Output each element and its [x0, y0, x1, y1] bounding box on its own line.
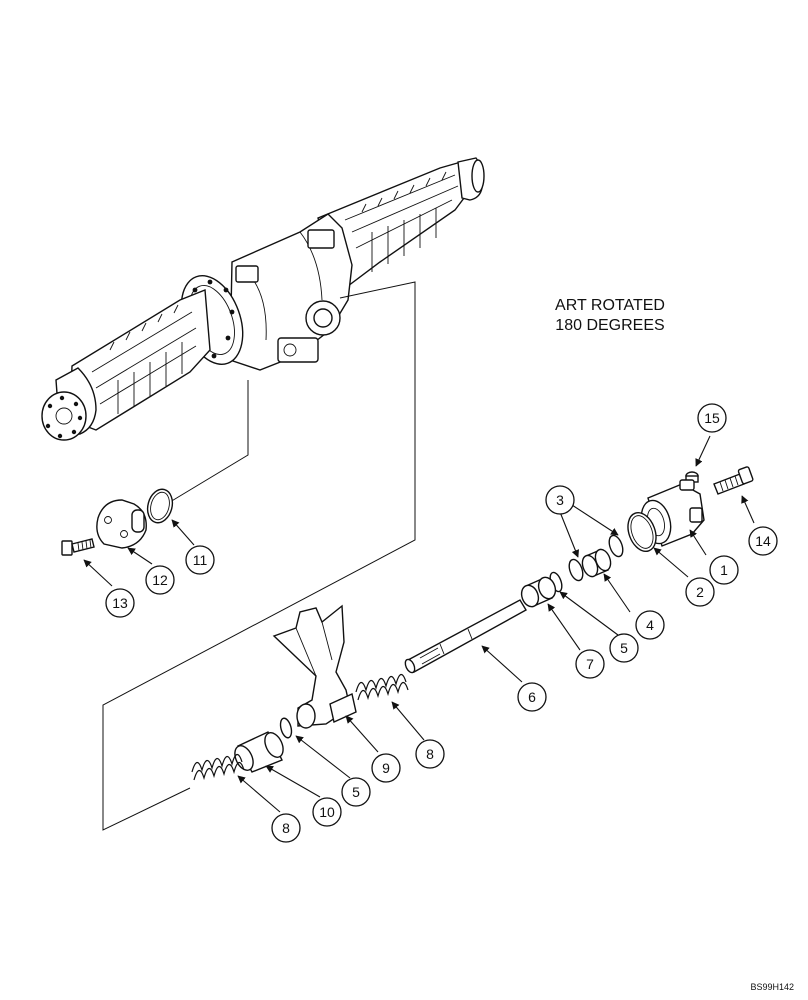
- callout-8-upper: 8: [415, 739, 445, 769]
- svg-text:9: 9: [382, 760, 390, 776]
- svg-text:8: 8: [282, 820, 290, 836]
- rotation-note-line-1: ART ROTATED: [555, 297, 665, 314]
- svg-text:7: 7: [586, 656, 594, 672]
- o-ring-2: [627, 511, 657, 553]
- bolt-13: [61, 538, 95, 556]
- cover-reference-line: [164, 380, 249, 506]
- svg-text:5: 5: [620, 640, 628, 656]
- callout-5-upper: 5: [609, 633, 639, 663]
- callout-11: 11: [185, 545, 215, 575]
- svg-text:4: 4: [646, 617, 654, 633]
- bolt-14: [713, 466, 754, 495]
- svg-text:12: 12: [152, 572, 168, 588]
- callout-5-lower: 5: [341, 777, 371, 807]
- svg-text:14: 14: [755, 533, 771, 549]
- shift-fork-9: [272, 604, 357, 729]
- rotation-note-line-2: 180 DEGREES: [555, 317, 665, 334]
- callout-3: 3: [545, 485, 575, 515]
- cover-plate-12: [96, 499, 147, 549]
- callout-7: 7: [575, 649, 605, 679]
- callout-4: 4: [635, 610, 665, 640]
- callout-10: 10: [312, 797, 342, 827]
- rotation-note: ART ROTATED 180 DEGREES: [548, 296, 672, 336]
- callout-2: 2: [685, 577, 715, 607]
- callout-15: 15: [697, 403, 727, 433]
- callout-14: 14: [748, 526, 778, 556]
- seal-ring-3a: [568, 558, 584, 582]
- leader-lines: [83, 435, 755, 813]
- callout-13: 13: [105, 588, 135, 618]
- sleeve-10: [234, 731, 284, 773]
- shift-shaft-6: [404, 599, 527, 674]
- svg-text:15: 15: [704, 410, 720, 426]
- callout-1: 1: [709, 555, 739, 585]
- callout-12: 12: [145, 565, 175, 595]
- piston-4: [581, 548, 612, 578]
- spring-8-upper: [355, 673, 409, 701]
- drawing-code: BS99H142: [750, 982, 794, 992]
- seal-ring-3b: [608, 534, 624, 558]
- svg-text:8: 8: [426, 746, 434, 762]
- svg-text:2: 2: [696, 584, 704, 600]
- callout-6: 6: [517, 682, 547, 712]
- spring-8-lower: [191, 753, 245, 781]
- svg-text:5: 5: [352, 784, 360, 800]
- callout-8-lower: 8: [271, 813, 301, 843]
- bushing-7: [520, 576, 557, 608]
- svg-text:3: 3: [556, 492, 564, 508]
- fork-group-frame: [102, 281, 416, 831]
- svg-text:11: 11: [193, 552, 208, 568]
- svg-text:6: 6: [528, 689, 536, 705]
- svg-text:1: 1: [720, 562, 728, 578]
- axle-assembly: [41, 157, 485, 441]
- snap-ring-5-lower: [279, 717, 293, 739]
- svg-text:10: 10: [319, 804, 335, 820]
- svg-text:13: 13: [112, 595, 128, 611]
- callout-9: 9: [371, 753, 401, 783]
